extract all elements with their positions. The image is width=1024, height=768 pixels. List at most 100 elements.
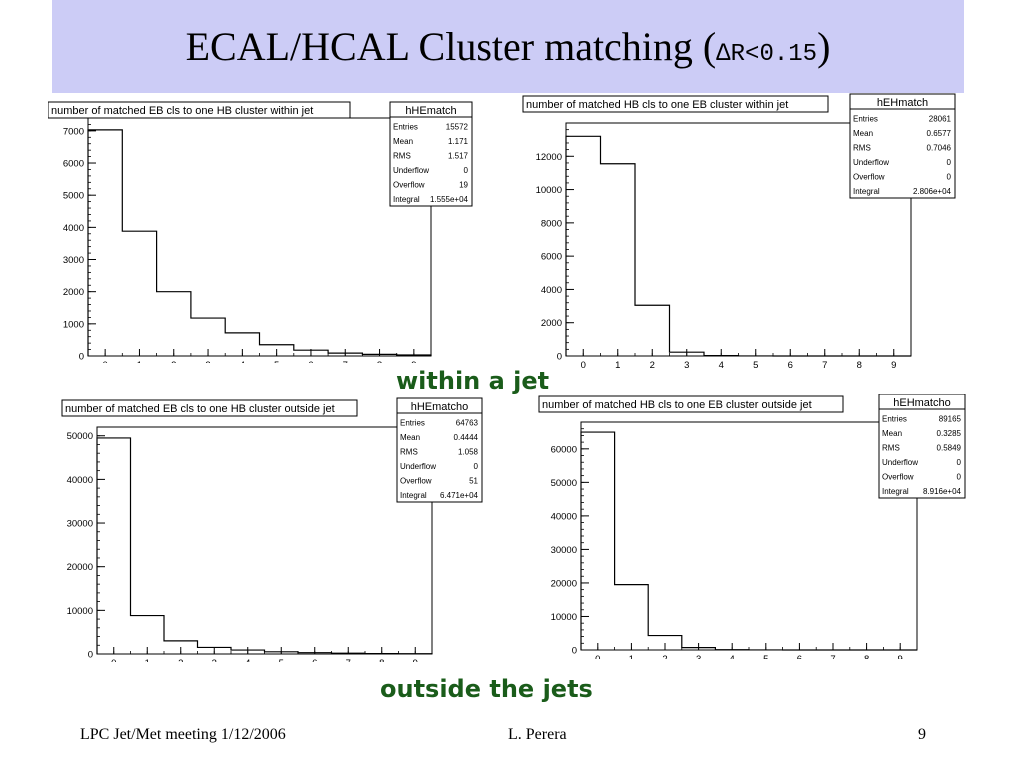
x-tick-label: 1 bbox=[145, 658, 150, 662]
x-tick-label: 1 bbox=[629, 654, 634, 659]
stats-box bbox=[878, 394, 966, 499]
stats-entry-value: 0 bbox=[947, 172, 952, 181]
stats-entry-value: 51 bbox=[469, 476, 478, 485]
y-tick-label: 6000 bbox=[63, 159, 84, 170]
x-tick-label: 2 bbox=[650, 360, 655, 368]
caption-outside-jets: outside the jets bbox=[380, 675, 593, 703]
x-tick-label: 9 bbox=[898, 654, 903, 659]
y-tick-label: 20000 bbox=[551, 578, 577, 589]
footer-page-number: 9 bbox=[918, 726, 926, 743]
x-tick-label: 7 bbox=[346, 658, 351, 662]
stats-entry-value: 2.806e+04 bbox=[913, 187, 952, 196]
y-tick-label: 2000 bbox=[63, 287, 84, 298]
stats-entry-value: 6.471e+04 bbox=[440, 491, 479, 500]
y-tick-label: 0 bbox=[88, 650, 93, 661]
x-tick-label: 6 bbox=[797, 654, 802, 659]
histogram-panel-hhematch: 010002000300040005000600070000123456789n… bbox=[48, 98, 478, 363]
stats-entry-value: 89165 bbox=[939, 414, 962, 423]
stats-entry-name: Mean bbox=[853, 129, 873, 138]
y-tick-label: 5000 bbox=[63, 191, 84, 202]
x-tick-label: 7 bbox=[830, 654, 835, 659]
stats-entry-name: Overflow bbox=[400, 476, 432, 485]
stats-box bbox=[389, 101, 473, 207]
y-tick-label: 30000 bbox=[551, 545, 577, 556]
stats-entry-name: Entries bbox=[882, 414, 907, 423]
footer-meeting: LPC Jet/Met meeting 1/12/2006 bbox=[80, 726, 286, 743]
y-tick-label: 8000 bbox=[541, 218, 562, 229]
stats-entry-value: 1.058 bbox=[458, 447, 479, 456]
y-tick-label: 0 bbox=[79, 352, 84, 363]
y-tick-label: 12000 bbox=[536, 152, 562, 163]
stats-entry-name: RMS bbox=[393, 151, 411, 160]
stats-entry-name: Overflow bbox=[853, 172, 885, 181]
x-tick-label: 9 bbox=[891, 360, 896, 368]
x-tick-label: 6 bbox=[312, 658, 317, 662]
histogram-panel-hhematcho: 010000200003000040000500000123456789numb… bbox=[55, 397, 487, 662]
histogram-bin bbox=[88, 130, 122, 356]
histogram-bin bbox=[635, 305, 670, 356]
x-tick-label: 3 bbox=[212, 658, 217, 662]
x-tick-label: 0 bbox=[111, 658, 116, 662]
histogram-title-box bbox=[61, 399, 358, 417]
x-tick-label: 4 bbox=[730, 654, 735, 659]
plot-frame bbox=[580, 421, 918, 651]
stats-entry-name: Integral bbox=[853, 187, 880, 196]
x-tick-label: 3 bbox=[696, 654, 701, 659]
stats-box bbox=[849, 93, 956, 199]
stats-entry-value: 0.4444 bbox=[454, 433, 479, 442]
y-tick-label: 50000 bbox=[551, 478, 577, 489]
y-tick-label: 20000 bbox=[67, 562, 93, 573]
x-tick-label: 7 bbox=[822, 360, 827, 368]
x-tick-label: 6 bbox=[788, 360, 793, 368]
histogram-title-box bbox=[522, 95, 829, 113]
slide-title-paren-open: ( bbox=[702, 24, 717, 69]
y-tick-label: 30000 bbox=[67, 519, 93, 530]
footer-author: L. Perera bbox=[508, 726, 567, 743]
stats-entry-name: Underflow bbox=[400, 462, 436, 471]
y-tick-label: 60000 bbox=[551, 444, 577, 455]
x-tick-label: 9 bbox=[413, 658, 418, 662]
x-tick-label: 5 bbox=[763, 654, 768, 659]
histogram-bin bbox=[581, 432, 615, 650]
y-tick-label: 40000 bbox=[551, 511, 577, 522]
x-tick-label: 2 bbox=[662, 654, 667, 659]
x-tick-label: 7 bbox=[343, 360, 348, 363]
slide-title: ECAL/HCAL Cluster matching (∆R<0.15) bbox=[186, 23, 831, 70]
x-tick-label: 0 bbox=[595, 654, 600, 659]
y-tick-label: 6000 bbox=[541, 252, 562, 263]
x-tick-label: 3 bbox=[684, 360, 689, 368]
stats-entry-value: 0.3285 bbox=[937, 429, 962, 438]
x-tick-label: 1 bbox=[615, 360, 620, 368]
x-tick-label: 5 bbox=[274, 360, 279, 363]
histogram-title-box bbox=[538, 395, 844, 413]
y-tick-label: 10000 bbox=[536, 185, 562, 196]
histogram-bin bbox=[122, 231, 156, 356]
histogram-svg: 010002000300040005000600070000123456789n… bbox=[48, 101, 473, 363]
stats-histogram-name: hHEmatcho bbox=[411, 401, 468, 413]
histogram-svg: 0 10000 20000 30000 40000 50000 60000 0 1 2 3 4 5 6 7 8… bbox=[538, 394, 966, 659]
y-tick-label: 0 bbox=[557, 352, 562, 363]
stats-entry-name: Integral bbox=[882, 487, 909, 496]
stats-box bbox=[396, 397, 483, 503]
caption-within-jet: within a jet bbox=[396, 367, 550, 395]
y-tick-label: 10000 bbox=[67, 606, 93, 617]
stats-histogram-name: hEHmatch bbox=[877, 97, 928, 109]
stats-entry-value: 0.5849 bbox=[937, 443, 962, 452]
stats-entry-name: Integral bbox=[400, 491, 427, 500]
y-tick-label: 1000 bbox=[63, 319, 84, 330]
x-tick-label: 5 bbox=[279, 658, 284, 662]
x-tick-label: 4 bbox=[240, 360, 245, 363]
y-tick-label: 50000 bbox=[67, 431, 93, 442]
stats-entry-value: 0 bbox=[957, 472, 962, 481]
stats-entry-value: 0 bbox=[947, 158, 952, 167]
plot-frame bbox=[87, 117, 432, 357]
y-tick-label: 3000 bbox=[63, 255, 84, 266]
x-tick-label: 2 bbox=[178, 658, 183, 662]
stats-entry-name: RMS bbox=[853, 143, 871, 152]
y-tick-label: 10000 bbox=[551, 612, 577, 623]
histogram-bin bbox=[97, 438, 131, 654]
histogram-bin bbox=[157, 292, 191, 356]
histogram-title: number of matched EB cls to one HB clust… bbox=[65, 403, 335, 415]
